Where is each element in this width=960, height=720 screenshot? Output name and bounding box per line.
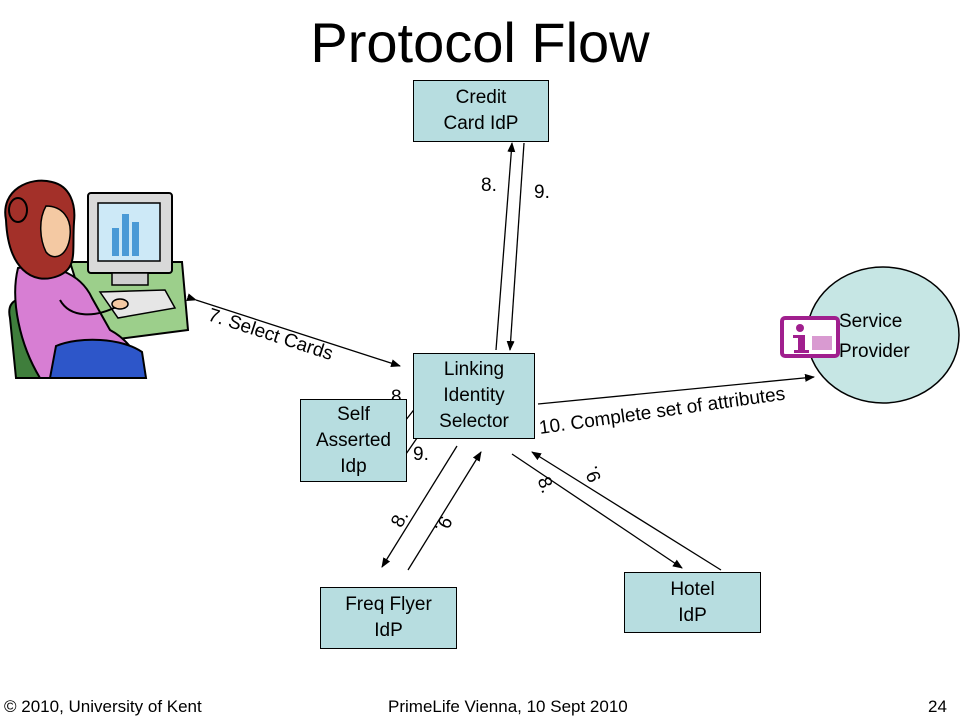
page-number: 24 — [928, 697, 947, 716]
freq-flyer-idp-node: Freq Flyer IdP — [320, 587, 457, 649]
linking-identity-selector-node: Linking Identity Selector — [413, 353, 535, 439]
self-asserted-idp-node: Self Asserted Idp — [300, 399, 407, 482]
freq-response-label: 9. — [430, 512, 456, 536]
hotel-response-label: 9. — [581, 463, 606, 485]
footer-copyright: © 2010, University of Kent — [4, 697, 202, 716]
credit-response-label: 9. — [534, 182, 550, 203]
user-at-computer-illustration — [4, 179, 190, 379]
self-asserted-idp-label: Self Asserted Idp — [316, 403, 391, 477]
credit-card-idp-label: Credit Card IdP — [443, 87, 519, 134]
freq-request-label: 8. — [387, 507, 413, 531]
hotel-idp-node: Hotel IdP — [624, 572, 761, 633]
self-response-label: 9. — [413, 444, 429, 465]
select-cards-label: 7. Select Cards — [205, 305, 335, 365]
credit-card-idp-node: Credit Card IdP — [413, 80, 549, 142]
freq-flyer-idp-label: Freq Flyer IdP — [345, 594, 432, 641]
linking-identity-selector-label: Linking Identity Selector — [439, 359, 509, 432]
page-title: Protocol Flow — [310, 11, 650, 74]
footer-event: PrimeLife Vienna, 10 Sept 2010 — [388, 697, 628, 716]
credit-request-label: 8. — [481, 175, 497, 196]
info-icon — [780, 316, 840, 358]
service-provider-label: Service Provider — [839, 311, 910, 362]
hotel-idp-label: Hotel IdP — [670, 578, 715, 626]
hotel-request-label: 8. — [533, 474, 558, 496]
